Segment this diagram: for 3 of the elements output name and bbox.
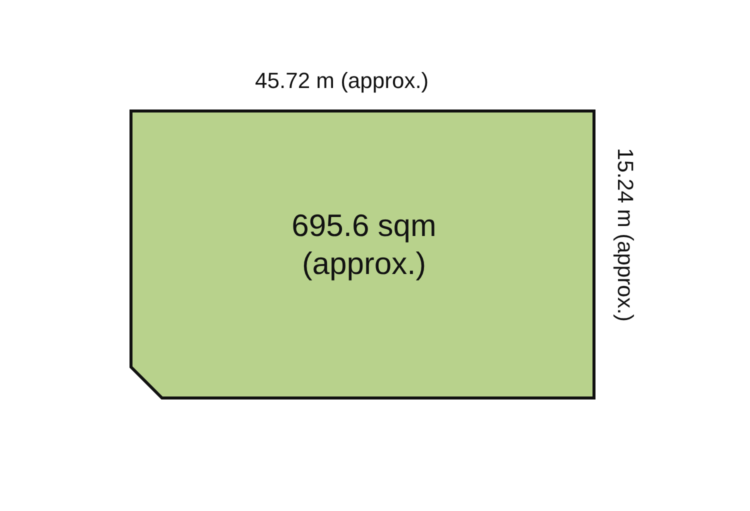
dimension-label: 15.24 m (approx.) — [612, 148, 638, 322]
area-label: 695.6 sqm (approx.) — [290, 207, 438, 283]
dimension-label: 45.72 m (approx.) — [255, 68, 429, 94]
